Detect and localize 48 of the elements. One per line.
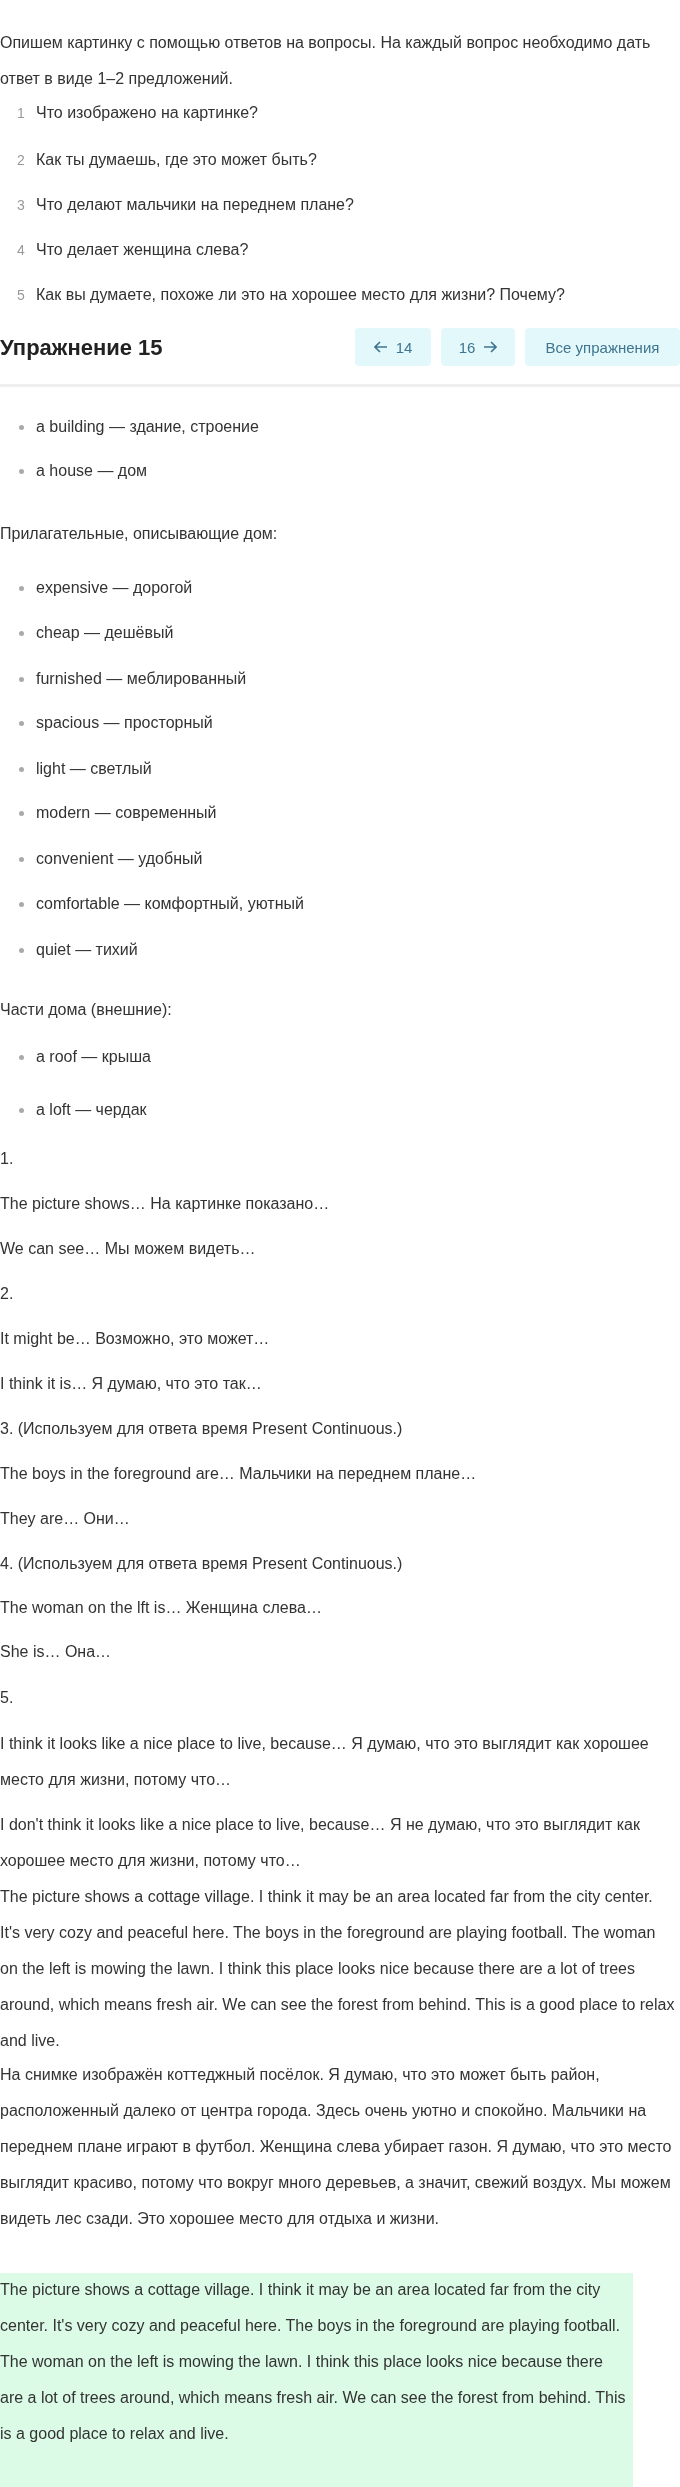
paragraph-text: The picture shows… На картинке показано… bbox=[0, 1194, 331, 1214]
paragraph-text: Части дома (внешние): bbox=[0, 1000, 173, 1020]
question-text: Что делает женщина слева? bbox=[36, 240, 250, 260]
paragraph-text: She is… Она… bbox=[0, 1642, 113, 1662]
next-button: 16 bbox=[441, 328, 515, 366]
vocabulary-item: quiet — тихий bbox=[16, 932, 138, 968]
paragraph-text: I think it looks like a nice place to live, because… Я думаю, что это выглядит как хорошее место для жизни, потому что… bbox=[0, 1734, 650, 1790]
paragraph-text: The boys in the foreground are… Мальчики на переднем плане… bbox=[0, 1464, 478, 1484]
question-number: 2 bbox=[17, 151, 25, 170]
paragraph-text: 1. bbox=[0, 1149, 15, 1169]
paragraph-text: 4. (Используем для ответа время Present Continuous.) bbox=[0, 1554, 404, 1574]
paragraph-text: They are… Они… bbox=[0, 1509, 131, 1529]
question-text: Как вы думаете, похоже ли это на хорошее место для жизни? Почему? bbox=[36, 285, 566, 305]
previous-button: 14 bbox=[355, 328, 431, 366]
vocabulary-item: expensive — дорогой bbox=[16, 570, 193, 606]
paragraph-text: 5. bbox=[0, 1688, 15, 1708]
question-number: 4 bbox=[17, 241, 25, 260]
vocabulary-item: a building — здание, строение bbox=[16, 409, 259, 445]
vocabulary-item: furnished — меблированный bbox=[16, 661, 247, 697]
paragraph-text: На снимке изображён коттеджный посёлок. Я думаю, что это может быть район, расположенный далеко от центра города. Здесь очень уютно и спокойно. Мальчики на переднем плане играют в футбол. Женщина слева убирает газон. Я думаю, что это место выглядит красиво, потому что вокруг много деревьев, а значит, свежий воздух. Мы можем видеть лес сзади. Это хорошее место для отдыха и жизни. bbox=[0, 2065, 673, 2229]
question-text: Как ты думаешь, где это может быть? bbox=[36, 150, 318, 170]
vocabulary-item: comfortable — комфортный, уютный bbox=[16, 886, 304, 922]
question-number: 1 bbox=[17, 104, 25, 123]
all-exercises-button: Все упражнения bbox=[525, 328, 680, 366]
answer-text: The picture shows a cottage village. I think it may be an area located far from the city center. It's very cozy and peaceful here. The boys in the foreground are playing football. The woman on the left is mowing the lawn. I think this place looks nice because there are a lot of trees around, which means fresh air. We can see the forest from behind. This is a good place to relax and live. bbox=[0, 2280, 627, 2444]
paragraph-text: I don't think it looks like a nice place to live, because… Я не думаю, что это выглядит как хорошее место для жизни, потому что… bbox=[0, 1815, 641, 1871]
paragraph-text: It might be… Возможно, это может… bbox=[0, 1329, 271, 1349]
question-number: 3 bbox=[17, 196, 25, 215]
paragraph-text: 3. (Используем для ответа время Present Continuous.) bbox=[0, 1419, 404, 1439]
paragraph-text: The woman on the lft is… Женщина слева… bbox=[0, 1598, 323, 1618]
paragraph-text: The picture shows a cottage village. I think it may be an area located far from the city center. It's very cozy and peaceful here. The boys in the foreground are playing football. The woman on the left is mowing the lawn. I think this place looks nice because there are a lot of trees around, which means fresh air. We can see the forest from behind. This is a good place to relax and live. bbox=[0, 1887, 675, 2051]
vocabulary-item: convenient — удобный bbox=[16, 841, 203, 877]
paragraph-text: Прилагательные, описывающие дом: bbox=[0, 524, 279, 544]
vocabulary-item: a house — дом bbox=[16, 453, 148, 489]
vocabulary-item: modern — современный bbox=[16, 795, 217, 831]
paragraph-text: Опишем картинку с помощью ответов на вопросы. На каждый вопрос необходимо дать ответ в виде 1–2 предложений. bbox=[0, 33, 652, 89]
paragraph-text: I think it is… Я думаю, что это так… bbox=[0, 1374, 263, 1394]
vocabulary-item: spacious — просторный bbox=[16, 705, 213, 741]
vocabulary-item: a roof — крыша bbox=[16, 1039, 151, 1075]
vocabulary-item: cheap — дешёвый bbox=[16, 615, 174, 651]
exercise-heading: Упражнение 15 bbox=[0, 334, 163, 362]
question-text: Что делают мальчики на переднем плане? bbox=[36, 195, 355, 215]
vocabulary-item: light — светлый bbox=[16, 751, 152, 787]
vocabulary-item: a loft — чердак bbox=[16, 1092, 147, 1128]
question-number: 5 bbox=[17, 286, 25, 305]
paragraph-text: We can see… Мы можем видеть… bbox=[0, 1239, 257, 1259]
question-text: Что изображено на картинке? bbox=[36, 103, 259, 123]
paragraph-text: 2. bbox=[0, 1284, 15, 1304]
